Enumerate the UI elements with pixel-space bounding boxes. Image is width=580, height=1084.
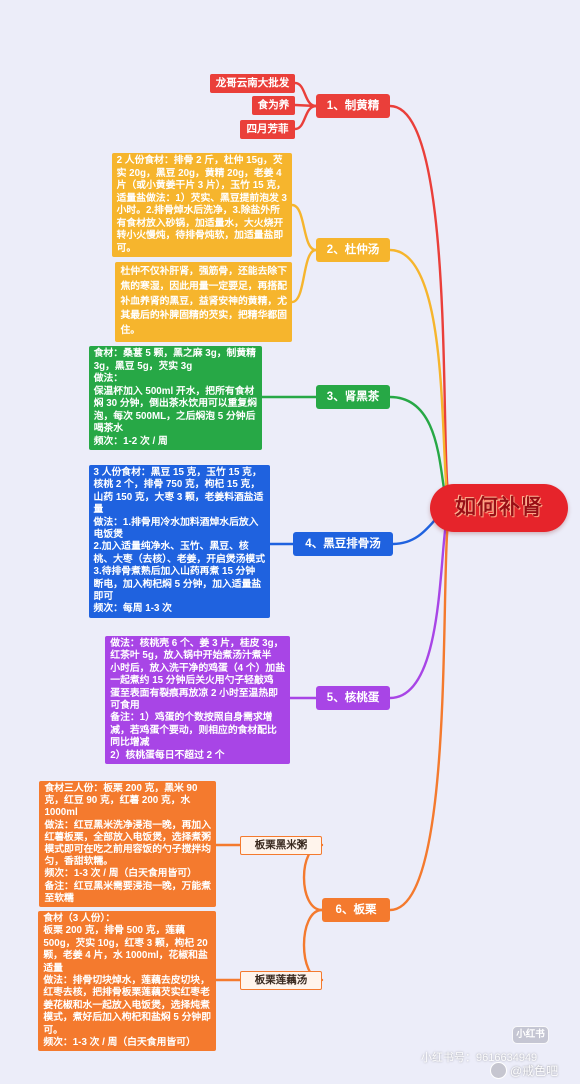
recipe-note: 食材三人份：板栗 200 克，黑米 90 克，红豆 90 克，红薯 200 克，… bbox=[39, 781, 216, 908]
recipe-note: 做法：核桃壳 6 个、姜 3 片，桂皮 3g， 红茶叶 5g，放入锅中开始煮汤汁… bbox=[105, 636, 290, 765]
subtopic-label: 龙哥云南大批发 bbox=[210, 74, 295, 93]
subtopic-label: 食为养 bbox=[252, 96, 295, 115]
recipe-note: 食材（3 人份）： 板栗 200 克，排骨 500 克，莲藕 500g，芡实 1… bbox=[38, 911, 216, 1052]
connector-sub-1a bbox=[293, 81, 318, 108]
account-id-text: 小红书号：9616634949 bbox=[421, 1052, 538, 1064]
subtopic-label: 四月芳菲 bbox=[240, 120, 295, 139]
connector-note-2a bbox=[290, 203, 318, 252]
connector-note-2b bbox=[290, 248, 318, 304]
recipe-note: 2 人份食材：排骨 2 斤，杜仲 15g，芡 实 20g，黑豆 20g，黄精 2… bbox=[111, 153, 292, 257]
central-topic: 如何补肾 bbox=[430, 484, 568, 532]
branch-topic-5: 5、核桃蛋 bbox=[316, 686, 390, 710]
connector-sub-1c bbox=[293, 104, 318, 131]
branch-topic-3: 3、肾黑茶 bbox=[316, 385, 390, 409]
connector-sub-6b bbox=[302, 908, 324, 982]
subtopic-label: 板栗莲藕汤 bbox=[240, 971, 322, 990]
branch-topic-2: 2、杜仲汤 bbox=[316, 238, 390, 262]
branch-topic-6: 6、板栗 bbox=[322, 898, 390, 922]
recipe-note: 3 人份食材：黑豆 15 克，玉竹 15 克， 核桃 2 个，排骨 750 克，… bbox=[88, 465, 270, 618]
benefit-note: 杜仲不仅补肝肾，强筋骨，还能去除下 焦的寒湿，因此用量一定要足，再搭配 补血养肾… bbox=[115, 262, 292, 342]
branch-topic-1: 1、制黄精 bbox=[316, 94, 390, 118]
branch-topic-4: 4、黑豆排骨汤 bbox=[293, 532, 393, 556]
author-name: @戒色吧 bbox=[510, 1064, 559, 1078]
subtopic-label: 板栗黑米粥 bbox=[240, 836, 322, 855]
recipe-note: 食材：桑葚 5 颗，黑之麻 3g，制黄精 3g，黑豆 5g，芡实 3g 做法： … bbox=[88, 346, 262, 450]
xiaohongshu-logo-badge: 小红书 bbox=[512, 1026, 549, 1044]
connector-branch-1 bbox=[388, 104, 454, 510]
author-avatar bbox=[490, 1062, 507, 1079]
connector-branch-2 bbox=[388, 248, 454, 510]
